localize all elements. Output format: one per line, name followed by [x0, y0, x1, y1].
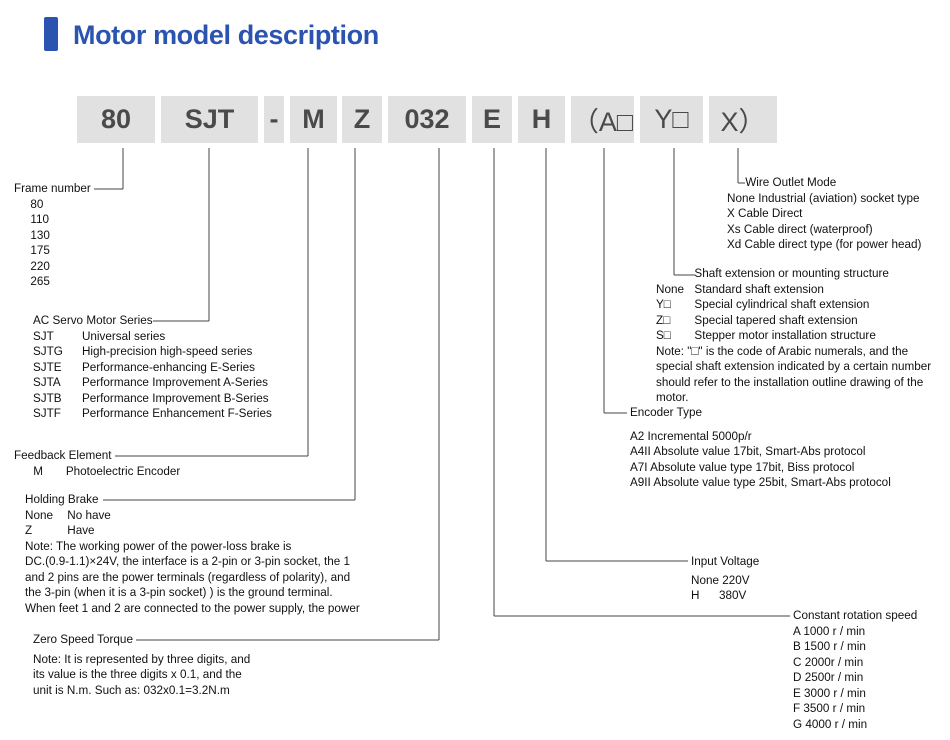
frame-number-block: Frame number 80 110 130 175 220 265 [14, 181, 91, 290]
wire-line: Xs Cable direct (waterproof) [727, 221, 873, 236]
series-heading: AC Servo Motor Series [33, 313, 153, 327]
torque-note-line: its value is the three digits x 0.1, and… [33, 667, 242, 681]
wire-heading: Wire Outlet Mode [745, 175, 837, 189]
encoder-block: Encoder Type A2 Incremental 5000p/r A4II… [630, 405, 891, 491]
wire-block: Wire Outlet Mode None Industrial (aviati… [727, 175, 921, 253]
frame-number-value: 265 [30, 274, 50, 288]
speed-heading: Constant rotation speed [793, 608, 918, 622]
frame-number-value: 175 [30, 243, 50, 257]
brake-note-line: When feet 1 and 2 are connected to the p… [25, 600, 360, 615]
voltage-line: H 380V [691, 588, 747, 602]
frame-number-value: 110 [30, 212, 49, 226]
shaft-note-line: motor. [656, 390, 689, 404]
shaft-code: Y□ [656, 297, 671, 311]
code-series: SJT [161, 96, 258, 143]
voltage-line: None 220V [691, 572, 750, 587]
code-encoder: （A□ [571, 96, 634, 143]
code-feedback: M [290, 96, 337, 143]
frame-number-heading: Frame number [14, 181, 91, 195]
code-voltage: H [518, 96, 565, 143]
series-desc: High-precision high-speed series [81, 344, 253, 358]
series-desc: Performance Enhancement F-Series [81, 406, 272, 420]
shaft-code: Z□ [656, 312, 671, 327]
title-accent-bar [44, 17, 58, 51]
brake-heading: Holding Brake [25, 492, 99, 506]
series-code: SJTB [33, 390, 62, 405]
shaft-desc: Standard shaft extension [694, 281, 824, 296]
speed-line: G 4000 r / min [793, 716, 868, 731]
feedback-heading: Feedback Element [14, 448, 112, 462]
series-code: SJTG [33, 344, 63, 358]
shaft-desc: Special cylindrical shaft extension [694, 297, 870, 311]
encoder-line: A7I Absolute value type 17bit, Biss prot… [630, 459, 855, 474]
page-title: Motor model description [73, 20, 379, 50]
brake-note-line: and 2 pins are the power terminals (rega… [25, 569, 351, 584]
series-desc: Performance-enhancing E-Series [81, 359, 255, 374]
wire-line: Xd Cable direct type (for power head) [727, 237, 922, 251]
frame-number-value: 130 [30, 227, 50, 242]
voltage-block: Input Voltage None 220V H 380V [691, 554, 759, 604]
torque-note-line: Note: It is represented by three digits,… [33, 651, 251, 666]
torque-block: Zero Speed Torque Note: It is represente… [33, 632, 250, 698]
speed-line: D 2500r / min [793, 670, 864, 684]
series-code: SJTE [33, 359, 62, 374]
feedback-block: Feedback Element M Photoelectric Encoder [14, 448, 180, 479]
code-dash: - [264, 96, 284, 143]
wire-line: None Industrial (aviation) socket type [727, 190, 920, 205]
shaft-desc: Stepper motor installation structure [694, 328, 876, 342]
code-frame-number: 80 [77, 96, 155, 143]
series-desc: Performance Improvement B-Series [81, 390, 269, 405]
shaft-code: S□ [656, 328, 671, 342]
shaft-block: Shaft extension or mounting structure No… [656, 266, 931, 406]
brake-note-line: DC.(0.9-1.1)×24V, the interface is a 2-p… [25, 554, 351, 568]
code-wire: X） [709, 96, 777, 143]
feedback-code: M [33, 463, 43, 478]
shaft-code: None [656, 281, 684, 296]
brake-note-line: the 3-pin (when it is a 3-pin socket) ) … [25, 585, 333, 599]
torque-heading: Zero Speed Torque [33, 632, 133, 646]
code-speed: E [472, 96, 512, 143]
voltage-heading: Input Voltage [691, 554, 760, 568]
encoder-line: A2 Incremental 5000p/r [630, 428, 752, 443]
speed-line: A 1000 r / min [793, 623, 866, 638]
series-code: SJTA [33, 375, 61, 389]
speed-line: E 3000 r / min [793, 685, 866, 700]
shaft-note-line: should refer to the installation outline… [656, 374, 924, 389]
speed-line: C 2000r / min [793, 654, 864, 669]
brake-note-line: Note: The working power of the power-los… [25, 538, 292, 553]
shaft-desc: Special tapered shaft extension [694, 312, 858, 327]
series-code: SJTF [33, 406, 61, 420]
shaft-note-line: Note: "□" is the code of Arabic numerals… [656, 343, 909, 358]
frame-number-value: 220 [30, 258, 50, 273]
feedback-desc: Photoelectric Encoder [65, 463, 181, 478]
code-torque: 032 [388, 96, 466, 143]
speed-line: B 1500 r / min [793, 639, 866, 653]
speed-line: F 3500 r / min [793, 701, 866, 715]
series-block: AC Servo Motor Series SJT Universal serie… [33, 313, 272, 422]
torque-note-line: unit is N.m. Such as: 032x0.1=3.2N.m [33, 682, 230, 697]
series-desc: Universal series [81, 328, 166, 343]
brake-block: Holding Brake None No have Z Have Note: Th… [25, 492, 360, 616]
encoder-line: A4II Absolute value 17bit, Smart-Abs pro… [630, 444, 866, 458]
frame-number-value: 80 [30, 196, 44, 211]
series-desc: Performance Improvement A-Series [81, 375, 268, 389]
code-brake: Z [342, 96, 382, 143]
series-code: SJT [33, 328, 54, 343]
shaft-note-line: special shaft extension indicated by a c… [656, 359, 932, 373]
brake-code: None [25, 507, 53, 522]
code-shaft: Y□ [640, 96, 703, 143]
encoder-line: A9II Absolute value type 25bit, Smart-Ab… [630, 475, 891, 489]
speed-block: Constant rotation speed A 1000 r / min B… [793, 608, 917, 732]
brake-code: Z [25, 523, 33, 537]
shaft-heading: Shaft extension or mounting structure [694, 266, 889, 280]
wire-line: X Cable Direct [727, 206, 803, 220]
encoder-heading: Encoder Type [630, 405, 702, 419]
brake-desc: Have [67, 523, 95, 537]
brake-desc: No have [67, 507, 111, 522]
